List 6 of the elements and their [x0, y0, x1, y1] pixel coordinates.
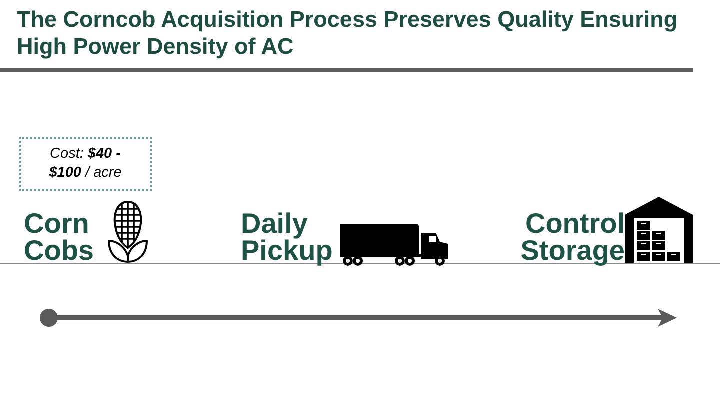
- stage-label: Daily Pickup: [241, 210, 334, 264]
- stage-label: Corn Cobs: [24, 210, 95, 264]
- stage-label: Control Storage: [520, 210, 625, 264]
- page-title: The Corncob Acquisition Process Preserves Quality Ensuring High Power Density of AC: [17, 6, 679, 60]
- cost-note: Cost: $40 - $100 / acre: [48, 145, 123, 183]
- cost-box: [19, 137, 152, 191]
